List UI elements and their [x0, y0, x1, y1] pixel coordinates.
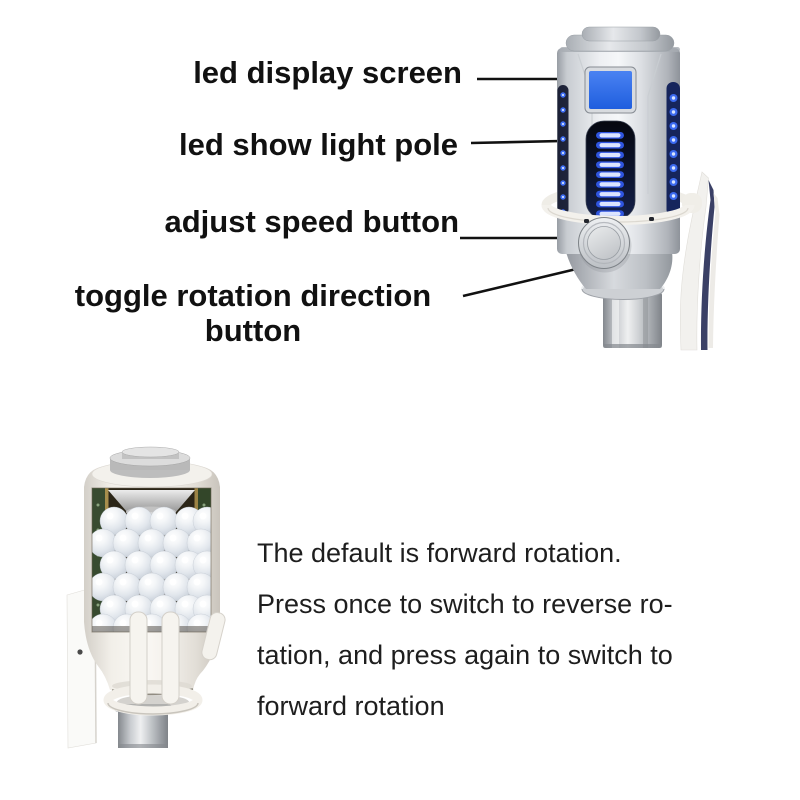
rotation-instructions: The default is forward rotation. Press o…: [257, 528, 673, 732]
side-led-strip-left: [557, 85, 569, 215]
instruction-line-3: tation, and press again to switch to: [257, 640, 673, 670]
callout-toggle-rotation-direction-button: toggle rotation direction button: [18, 278, 488, 348]
led-display-screen: [584, 66, 637, 114]
instruction-line-1: The default is forward rotation.: [257, 538, 622, 568]
interior-frame: [91, 487, 212, 633]
vent-marks: [584, 217, 654, 223]
led-bulb-array: [92, 488, 211, 632]
callout-adjust-speed-button: adjust speed button: [164, 204, 460, 239]
panel-screw: [77, 649, 83, 655]
callout-led-display-screen: led display screen: [193, 55, 462, 90]
stand-pole: [603, 292, 662, 348]
cap-disc: [109, 446, 191, 478]
top-cap: [560, 26, 680, 52]
fan-blade: [679, 171, 720, 351]
led-bulb-detail-photo: [66, 446, 226, 749]
callout-toggle-line-1: toggle rotation direction: [74, 278, 432, 313]
instruction-line-4: forward rotation: [257, 691, 445, 721]
mounting-cage: [103, 611, 226, 716]
callout-led-show-light-pole: led show light pole: [179, 127, 458, 162]
led-light-pole: [585, 120, 636, 220]
side-led-strip-right: [666, 82, 680, 216]
instruction-line-2: Press once to switch to reverse ro-: [257, 589, 673, 619]
speed-button: [578, 217, 632, 273]
tower-device-photo: [541, 26, 720, 351]
callout-toggle-line-2: button: [204, 313, 302, 348]
